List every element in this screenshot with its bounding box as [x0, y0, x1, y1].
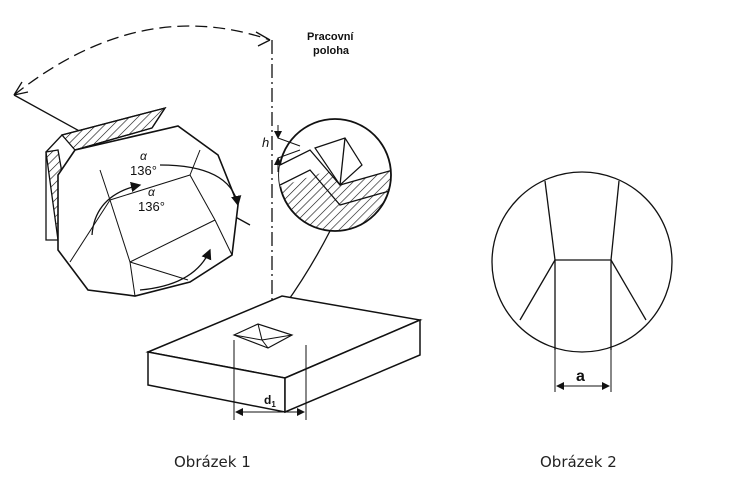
- figure-2: [491, 171, 673, 392]
- edge-label: a: [576, 368, 585, 385]
- figure-1-caption: Obrázek 1: [174, 453, 251, 471]
- specimen-block: [145, 295, 423, 414]
- diagonal-letter: d: [264, 393, 271, 407]
- magnified-detail: [278, 118, 392, 306]
- angle-arc-bottom: [139, 248, 212, 291]
- edge-dimension: [554, 350, 612, 392]
- diagonal-dimension: [233, 340, 307, 420]
- angle-arc-outer: [159, 164, 242, 207]
- rotation-arc-arrow-right: [255, 31, 271, 47]
- magnifier-leader: [284, 230, 331, 306]
- figure-2-caption: Obrázek 2: [540, 453, 617, 471]
- rotation-arc-arrow-left: [13, 81, 29, 96]
- angle-value-inner: 136°: [138, 199, 165, 214]
- figure-1: [13, 25, 423, 420]
- depth-dimension: [274, 125, 301, 172]
- rotation-arc: [13, 25, 271, 96]
- indentation-view-circle: [491, 171, 673, 353]
- depth-label: h: [262, 135, 269, 150]
- indenter-facets: [69, 149, 233, 297]
- diagonal-label: d1: [264, 393, 276, 409]
- angle-value-outer: 136°: [130, 163, 157, 178]
- diagonal-subscript: 1: [271, 400, 276, 409]
- working-position-label-2: poloha: [313, 45, 350, 57]
- indentation-view-lines: [519, 180, 647, 350]
- angle-symbol-outer: α: [140, 149, 148, 163]
- angle-symbol-inner: α: [148, 185, 156, 199]
- angle-arc-inner: [91, 181, 142, 236]
- working-position-label-1: Pracovní: [307, 31, 354, 43]
